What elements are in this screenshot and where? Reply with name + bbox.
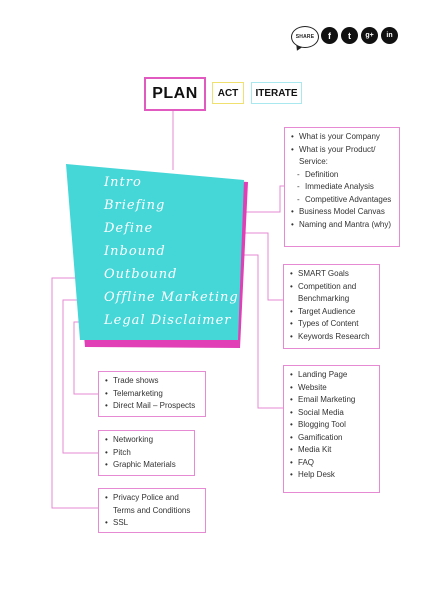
define-box: SMART Goals Competition and Benchmarking… [283, 264, 380, 349]
menu-item-outbound[interactable]: Outbound [104, 267, 178, 282]
list-item: What is your Product/ Service: [291, 144, 393, 169]
list-item: SSL [105, 517, 199, 530]
list-item: Business Model Canvas [291, 206, 393, 219]
list-item: Networking [105, 434, 188, 447]
menu-item-inbound[interactable]: Inbound [104, 244, 166, 259]
list-item: Target Audience [290, 306, 373, 319]
list-item: Types of Content [290, 318, 373, 331]
list-item: Definition [291, 169, 393, 182]
menu-card-face [66, 164, 244, 340]
list-item: Help Desk [290, 469, 373, 482]
twitter-icon[interactable]: t [341, 27, 358, 44]
list-item: Competition and Benchmarking [290, 281, 373, 306]
tab-iterate[interactable]: ITERATE [251, 82, 302, 104]
facebook-icon[interactable]: f [321, 27, 338, 44]
list-item: Privacy Police and Terms and Conditions [105, 492, 199, 517]
briefing-box: What is your Company What is your Produc… [284, 127, 400, 247]
menu-item-intro[interactable]: Intro [104, 175, 142, 190]
list-item: Landing Page [290, 369, 373, 382]
linkedin-icon[interactable]: in [381, 27, 398, 44]
share-label: SHARE [291, 26, 319, 48]
list-item: Media Kit [290, 444, 373, 457]
list-item: Trade shows [105, 375, 199, 388]
list-item: Competitive Advantages [291, 194, 393, 207]
menu-item-offline-marketing[interactable]: Offline Marketing [104, 290, 239, 305]
menu-item-legal-disclaimer[interactable]: Legal Disclaimer [104, 313, 232, 328]
tab-plan[interactable]: PLAN [144, 77, 206, 111]
tab-act[interactable]: ACT [212, 82, 244, 104]
google-plus-icon[interactable]: g+ [361, 27, 378, 44]
list-item: SMART Goals [290, 268, 373, 281]
list-item: Email Marketing [290, 394, 373, 407]
list-item: Keywords Research [290, 331, 373, 344]
list-item: Graphic Materials [105, 459, 188, 472]
list-item: Direct Mail – Prospects [105, 400, 199, 413]
offline-marketing-box: Networking Pitch Graphic Materials [98, 430, 195, 476]
list-item: Naming and Mantra (why) [291, 219, 393, 232]
outbound-box: Trade shows Telemarketing Direct Mail – … [98, 371, 206, 417]
inbound-box: Landing Page Website Email Marketing Soc… [283, 365, 380, 493]
list-item: Gamification [290, 432, 373, 445]
list-item: Website [290, 382, 373, 395]
list-item: Blogging Tool [290, 419, 373, 432]
list-item: What is your Company [291, 131, 393, 144]
list-item: Immediate Analysis [291, 181, 393, 194]
menu-item-define[interactable]: Define [104, 221, 154, 236]
list-item: FAQ [290, 457, 373, 470]
list-item: Social Media [290, 407, 373, 420]
list-item: Pitch [105, 447, 188, 460]
menu-item-briefing[interactable]: Briefing [104, 198, 166, 213]
list-item: Telemarketing [105, 388, 199, 401]
legal-disclaimer-box: Privacy Police and Terms and Conditions … [98, 488, 206, 533]
